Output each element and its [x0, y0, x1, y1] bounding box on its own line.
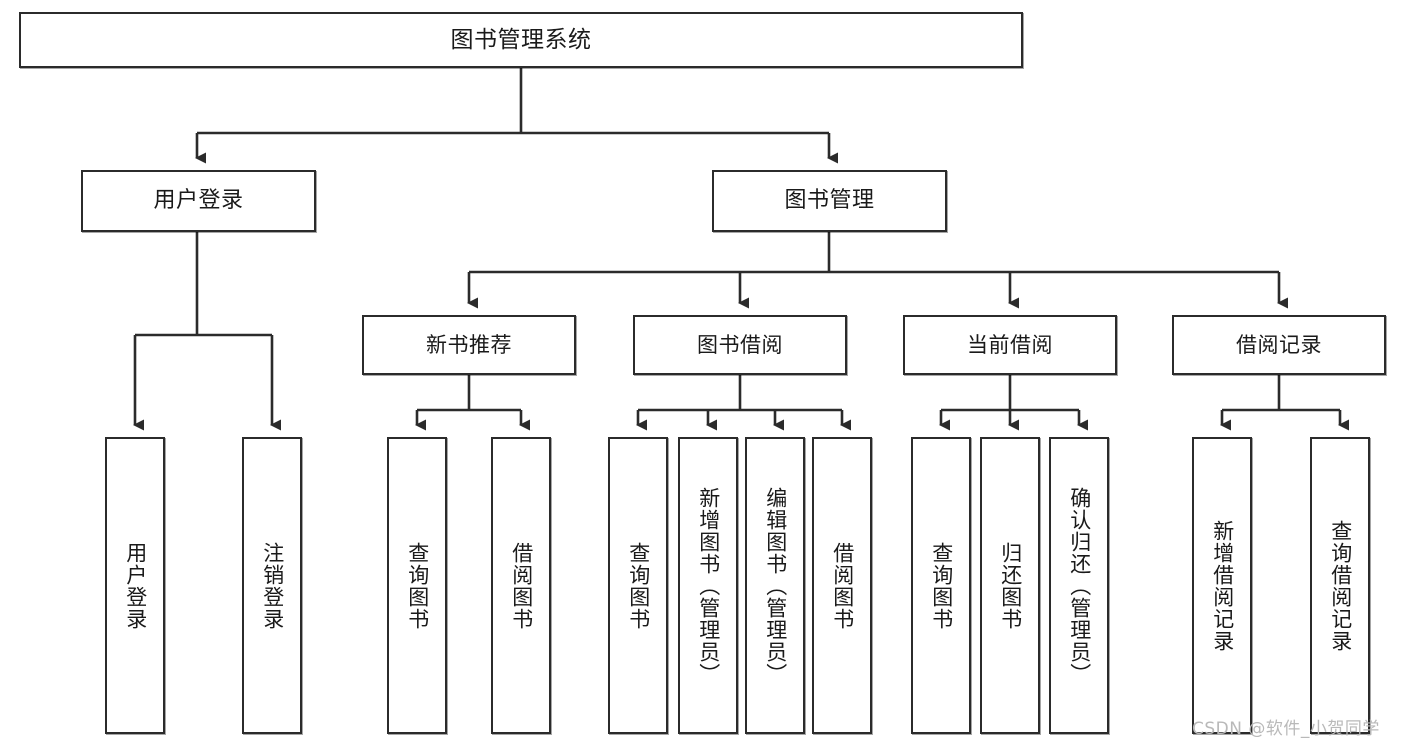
node-label: 查询图书	[405, 541, 430, 630]
node-label: 图书管理系统	[450, 26, 592, 53]
leaf-query-book-recommend[interactable]: 查询图书	[387, 437, 447, 734]
node-label: 用户登录	[153, 188, 244, 214]
node-borrow-record[interactable]: 借阅记录	[1172, 315, 1386, 375]
node-label: 注销登录	[260, 541, 285, 630]
leaf-query-book-borrow[interactable]: 查询图书	[608, 437, 668, 734]
node-user-login[interactable]: 用户登录	[81, 170, 316, 232]
leaf-add-borrow-record[interactable]: 新增借阅记录	[1192, 437, 1252, 734]
node-label: 归还图书	[998, 541, 1023, 630]
leaf-borrow-book[interactable]: 借阅图书	[812, 437, 872, 734]
node-label: 借阅图书	[509, 541, 534, 630]
leaf-add-book-admin[interactable]: 新增图书（管理员）	[678, 437, 738, 734]
node-new-book-recommend[interactable]: 新书推荐	[362, 315, 576, 375]
node-label: 编辑图书（管理员）	[763, 486, 788, 685]
leaf-edit-book-admin[interactable]: 编辑图书（管理员）	[745, 437, 805, 734]
node-label: 新增图书（管理员）	[696, 486, 721, 685]
leaf-query-book-current[interactable]: 查询图书	[911, 437, 971, 734]
leaf-confirm-return-admin[interactable]: 确认归还（管理员）	[1049, 437, 1109, 734]
node-label: 借阅图书	[830, 541, 855, 630]
node-label: 用户登录	[123, 541, 148, 630]
node-label: 借阅记录	[1236, 332, 1322, 357]
csdn-watermark: CSDN @软件_小贺同学	[1192, 719, 1380, 739]
node-label: 查询图书	[929, 541, 954, 630]
node-label: 图书管理	[784, 188, 875, 214]
node-label: 确认归还（管理员）	[1067, 486, 1092, 685]
node-label: 查询图书	[626, 541, 651, 630]
leaf-return-book[interactable]: 归还图书	[980, 437, 1040, 734]
leaf-query-borrow-record[interactable]: 查询借阅记录	[1310, 437, 1370, 734]
node-book-borrow[interactable]: 图书借阅	[633, 315, 847, 375]
node-label: 查询借阅记录	[1328, 519, 1353, 652]
node-label: 图书借阅	[697, 332, 783, 357]
leaf-user-login[interactable]: 用户登录	[105, 437, 165, 734]
node-book-management[interactable]: 图书管理	[712, 170, 947, 232]
node-label: 当前借阅	[967, 332, 1053, 357]
node-book-management-system[interactable]: 图书管理系统	[19, 12, 1023, 68]
leaf-borrow-book-recommend[interactable]: 借阅图书	[491, 437, 551, 734]
leaf-logout[interactable]: 注销登录	[242, 437, 302, 734]
node-label: 新增借阅记录	[1210, 519, 1235, 652]
node-current-borrow[interactable]: 当前借阅	[903, 315, 1117, 375]
node-label: 新书推荐	[426, 332, 512, 357]
